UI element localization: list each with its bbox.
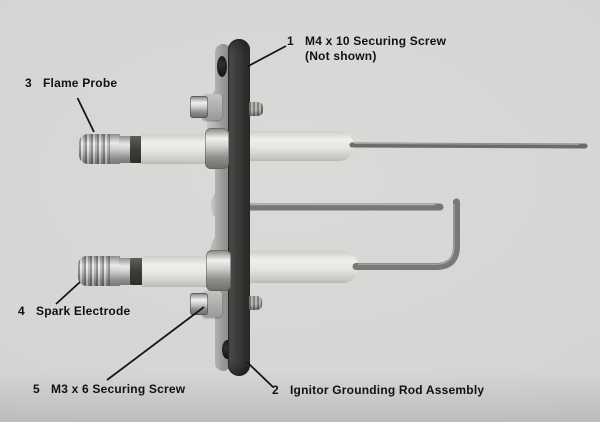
spark-electrode-collar <box>110 256 120 286</box>
flame-probe-right-insulator <box>240 131 354 161</box>
callout-3-text: Flame Probe <box>43 76 118 90</box>
leader-line-3 <box>76 97 95 133</box>
callout-4: 4 Spark Electrode <box>18 304 130 319</box>
flame-probe-seal-band <box>130 136 143 163</box>
callout-2-text: Ignitor Grounding Rod Assembly <box>290 383 485 397</box>
leader-line-1 <box>247 45 287 68</box>
leader-line-2 <box>246 361 274 388</box>
callout-1: 1 M4 x 10 Securing Screw (Not shown) <box>287 34 446 64</box>
callout-4-text: Spark Electrode <box>36 304 131 318</box>
flame-probe-collar <box>110 134 120 164</box>
flame-probe-rod <box>349 142 588 149</box>
mounting-plate-edge <box>228 39 250 376</box>
spark-electrode-connector-tip <box>78 256 112 286</box>
callout-2: 2 Ignitor Grounding Rod Assembly <box>272 383 484 398</box>
callout-5: 5 M3 x 6 Securing Screw <box>33 382 185 397</box>
callout-5-number: 5 <box>33 382 40 396</box>
flame-probe-rod-highlight <box>353 142 580 145</box>
callout-4-number: 4 <box>18 304 25 318</box>
spark-electrode-collar-2 <box>119 258 132 285</box>
callout-2-number: 2 <box>272 383 279 397</box>
callout-5-text: M3 x 6 Securing Screw <box>51 382 186 396</box>
callout-3-number: 3 <box>25 76 32 90</box>
spark-electrode-left-insulator <box>142 256 215 287</box>
lower-stud <box>249 296 262 310</box>
flame-probe-left-insulator <box>141 134 212 164</box>
flame-probe-ferrule <box>205 128 229 169</box>
flame-probe-connector-tip <box>79 134 112 164</box>
spark-electrode-right-insulator <box>240 251 358 283</box>
plate-top-hole <box>217 56 227 77</box>
spark-electrode-bent-rod-highlight <box>358 204 455 265</box>
leader-line-4 <box>55 281 81 305</box>
flame-probe-collar-2 <box>119 136 132 163</box>
spark-electrode-bent-rod <box>352 198 460 270</box>
m3-securing-screw <box>190 293 208 315</box>
callout-1-line2: (Not shown) <box>305 49 377 63</box>
spark-electrode-ferrule <box>206 250 231 291</box>
callout-1-line1: M4 x 10 Securing Screw <box>305 34 447 48</box>
callout-1-text: M4 x 10 Securing Screw (Not shown) <box>305 34 446 64</box>
plate-bottom-hole <box>222 340 233 359</box>
spark-electrode-seal-band <box>130 258 144 285</box>
upper-securing-screw <box>190 96 208 118</box>
upper-stud <box>249 102 263 116</box>
callout-3: 3 Flame Probe <box>25 76 117 91</box>
callout-1-number: 1 <box>287 34 294 48</box>
leader-line-5 <box>106 306 205 381</box>
